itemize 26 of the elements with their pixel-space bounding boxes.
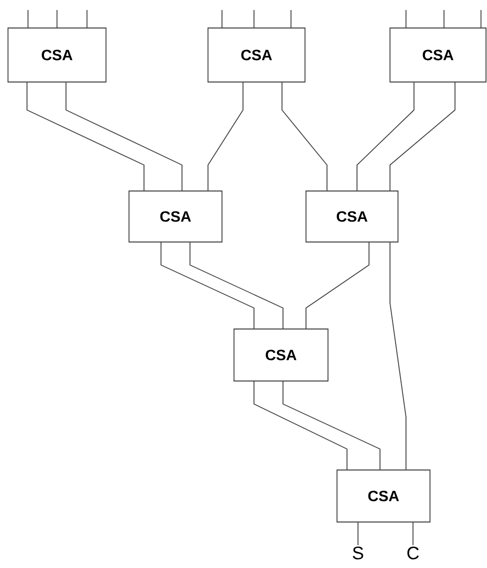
wire [390,82,456,191]
wire [254,381,348,470]
input-line [480,10,482,28]
csa-box: CSA [306,190,398,242]
input-line [290,10,292,28]
csa-box: CSA [234,328,328,382]
csa-box: CSA [336,470,430,522]
wire [66,82,182,191]
wire [190,242,284,329]
input-line [86,10,88,28]
csa-box: CSA [128,190,222,242]
wire [356,82,414,191]
csa-box: CSA [390,28,486,82]
wire [160,242,254,329]
output-label: C [407,546,419,560]
output-line [412,522,414,546]
input-line [56,10,58,28]
wire [390,242,406,470]
wire [306,242,370,329]
wire [282,381,380,470]
csa-box: CSA [208,28,306,82]
wire [26,82,144,191]
wire [282,82,328,191]
csa-box: CSA [8,28,106,82]
output-label: S [352,546,364,560]
wire [208,82,244,191]
